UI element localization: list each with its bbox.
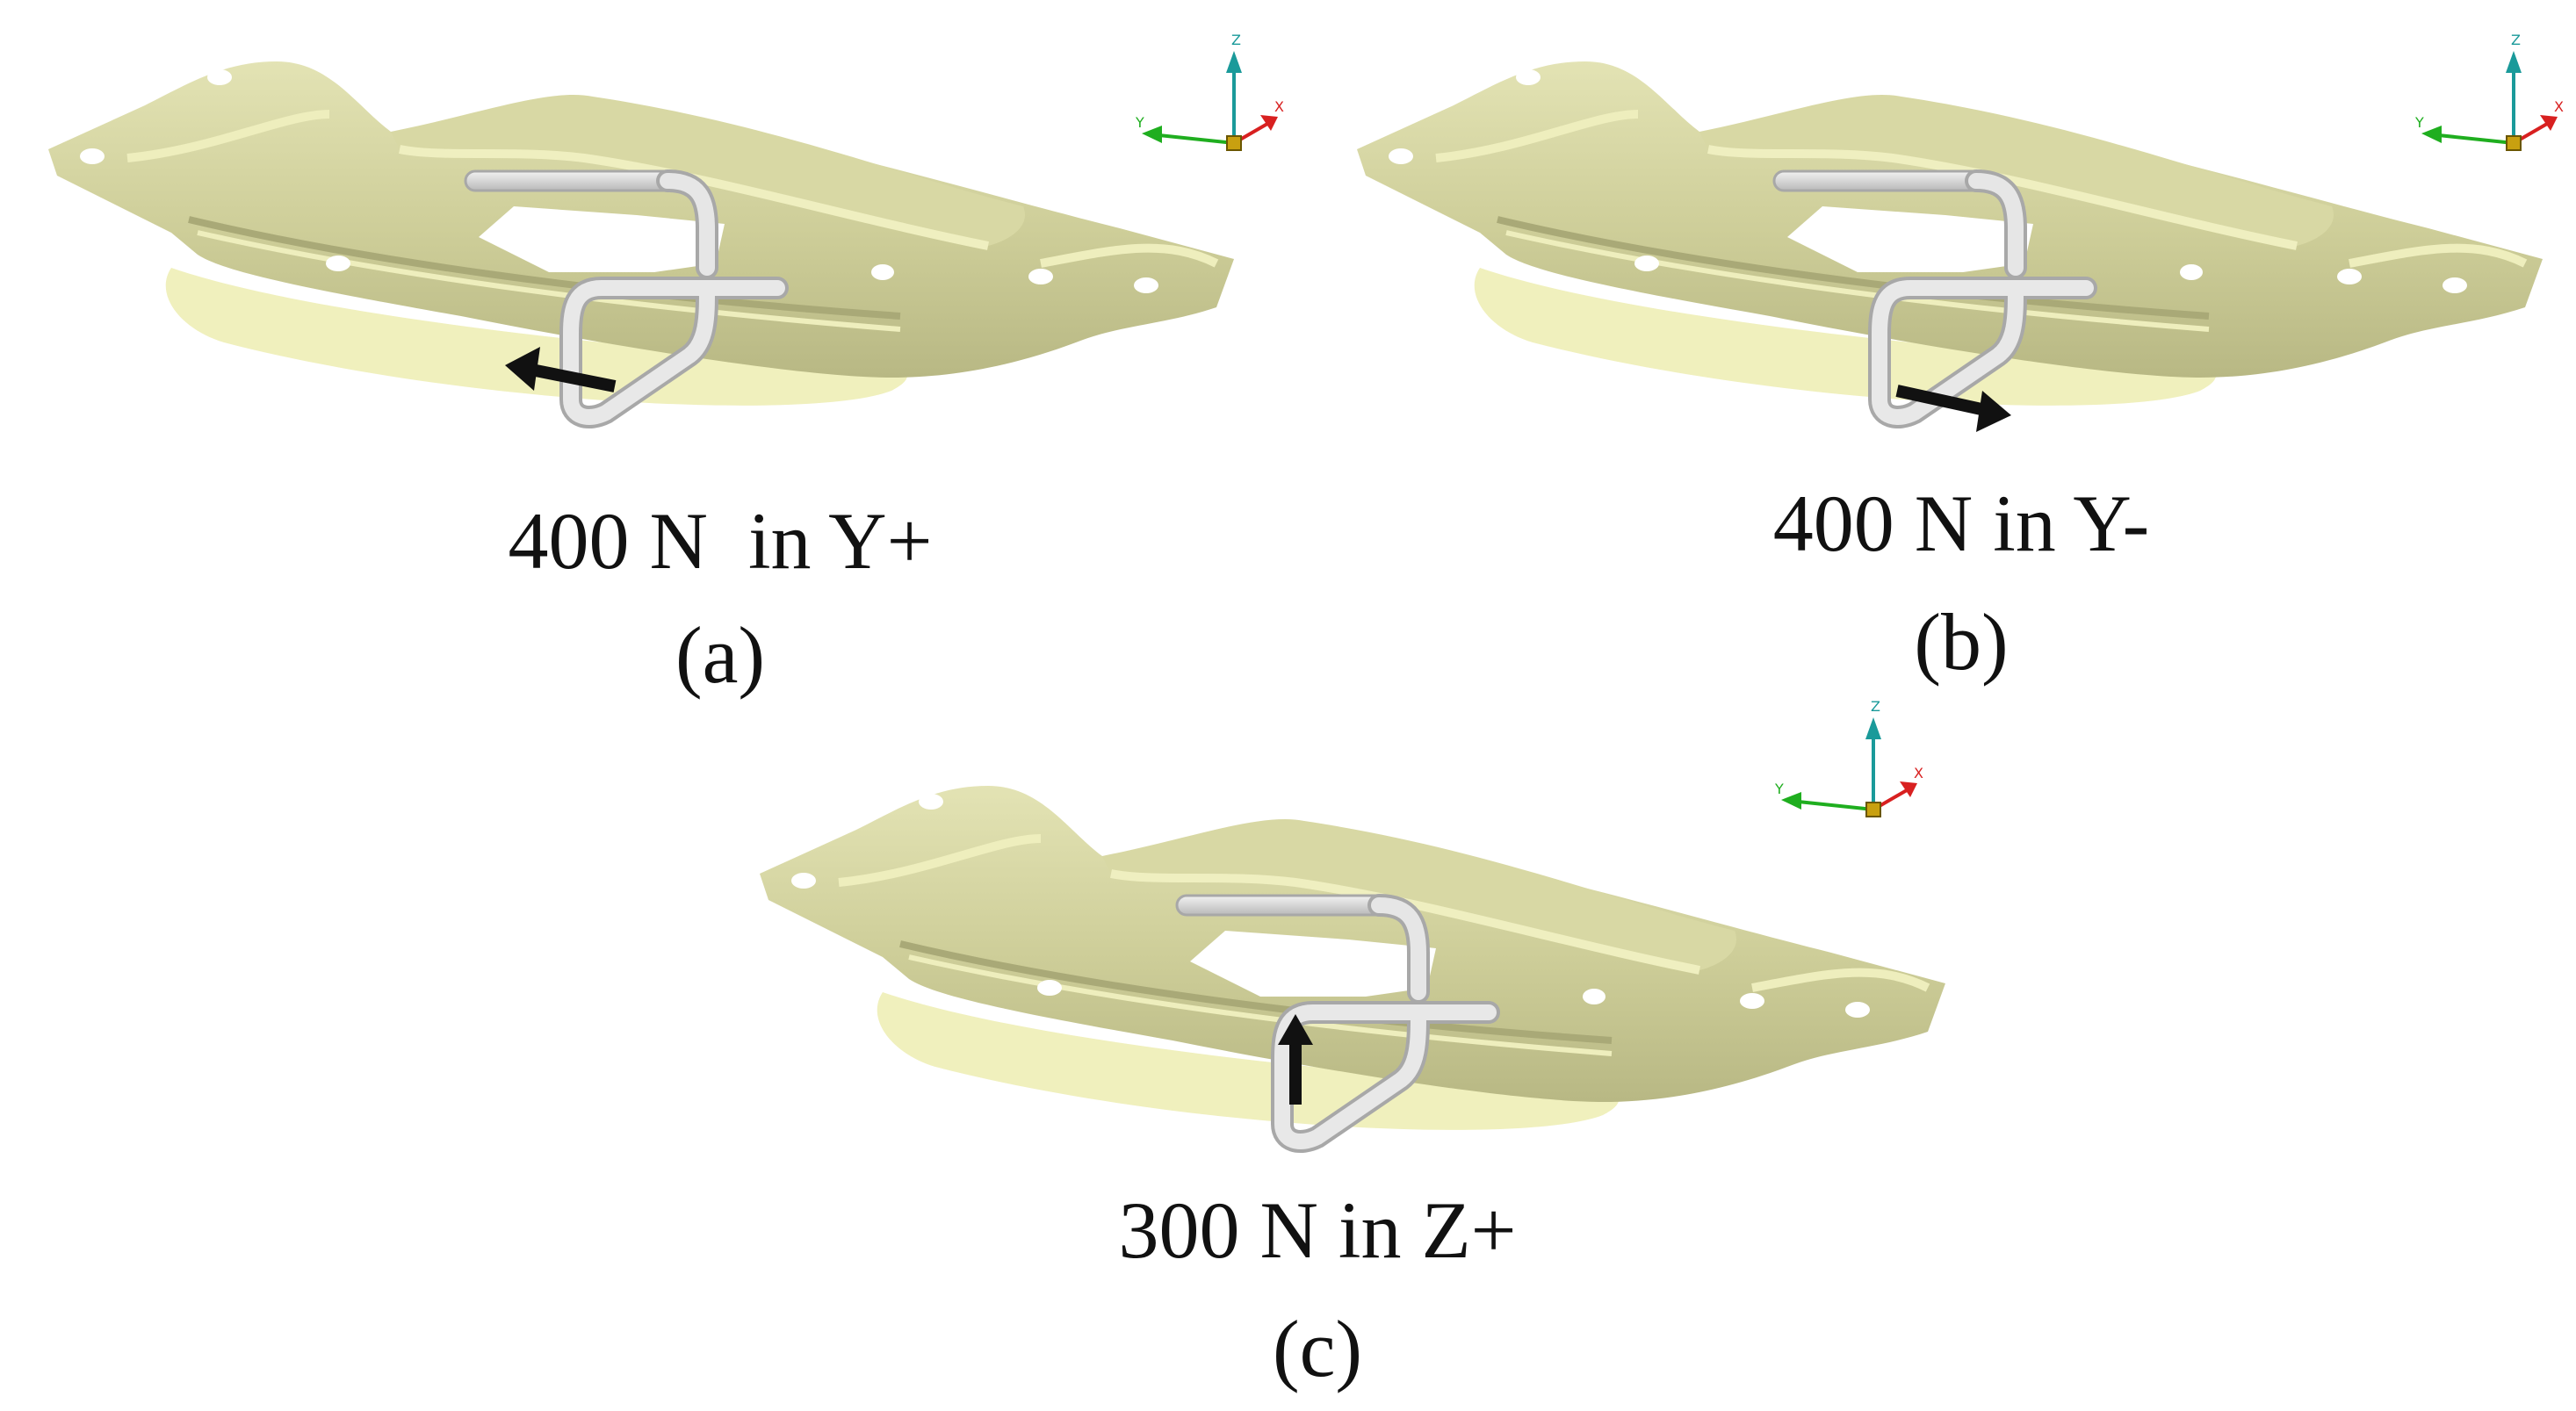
panel-c-axis-triad: Z Y X — [1774, 698, 1923, 818]
axis-z-label: Z — [2511, 32, 2521, 48]
axis-z-label: Z — [1231, 32, 1241, 48]
panel-a-load-arrow — [505, 347, 617, 392]
axis-y-label: Y — [2414, 114, 2424, 131]
axis-x-label: X — [1914, 765, 1923, 781]
panel-b-bracket — [1357, 61, 2543, 417]
axis-z-label: Z — [1871, 698, 1880, 715]
panel-b-load-arrow — [1895, 385, 2011, 432]
panel-a-axis-triad: Z Y X — [1135, 32, 1284, 152]
panel-c-tag: (c) — [1272, 1304, 1363, 1393]
panel-b-load-caption: 400 N in Y- — [1772, 479, 2150, 568]
panel-c-load-caption: 300 N in Z+ — [1118, 1185, 1517, 1275]
panel-b-tag: (b) — [1914, 597, 2009, 687]
axis-x-label: X — [1274, 98, 1284, 115]
panel-a-load-caption: 400 N in Y+ — [508, 496, 933, 586]
axis-y-label: Y — [1135, 114, 1144, 131]
axis-y-label: Y — [1774, 781, 1784, 797]
panel-c-bracket — [760, 786, 1945, 1141]
panel-a-tag: (a) — [675, 610, 766, 700]
panel-a-bracket — [48, 61, 1234, 417]
panel-b-axis-triad: Z Y X — [2414, 32, 2564, 152]
panel-c-load-arrow — [1278, 1014, 1313, 1105]
axis-x-label: X — [2554, 98, 2564, 115]
